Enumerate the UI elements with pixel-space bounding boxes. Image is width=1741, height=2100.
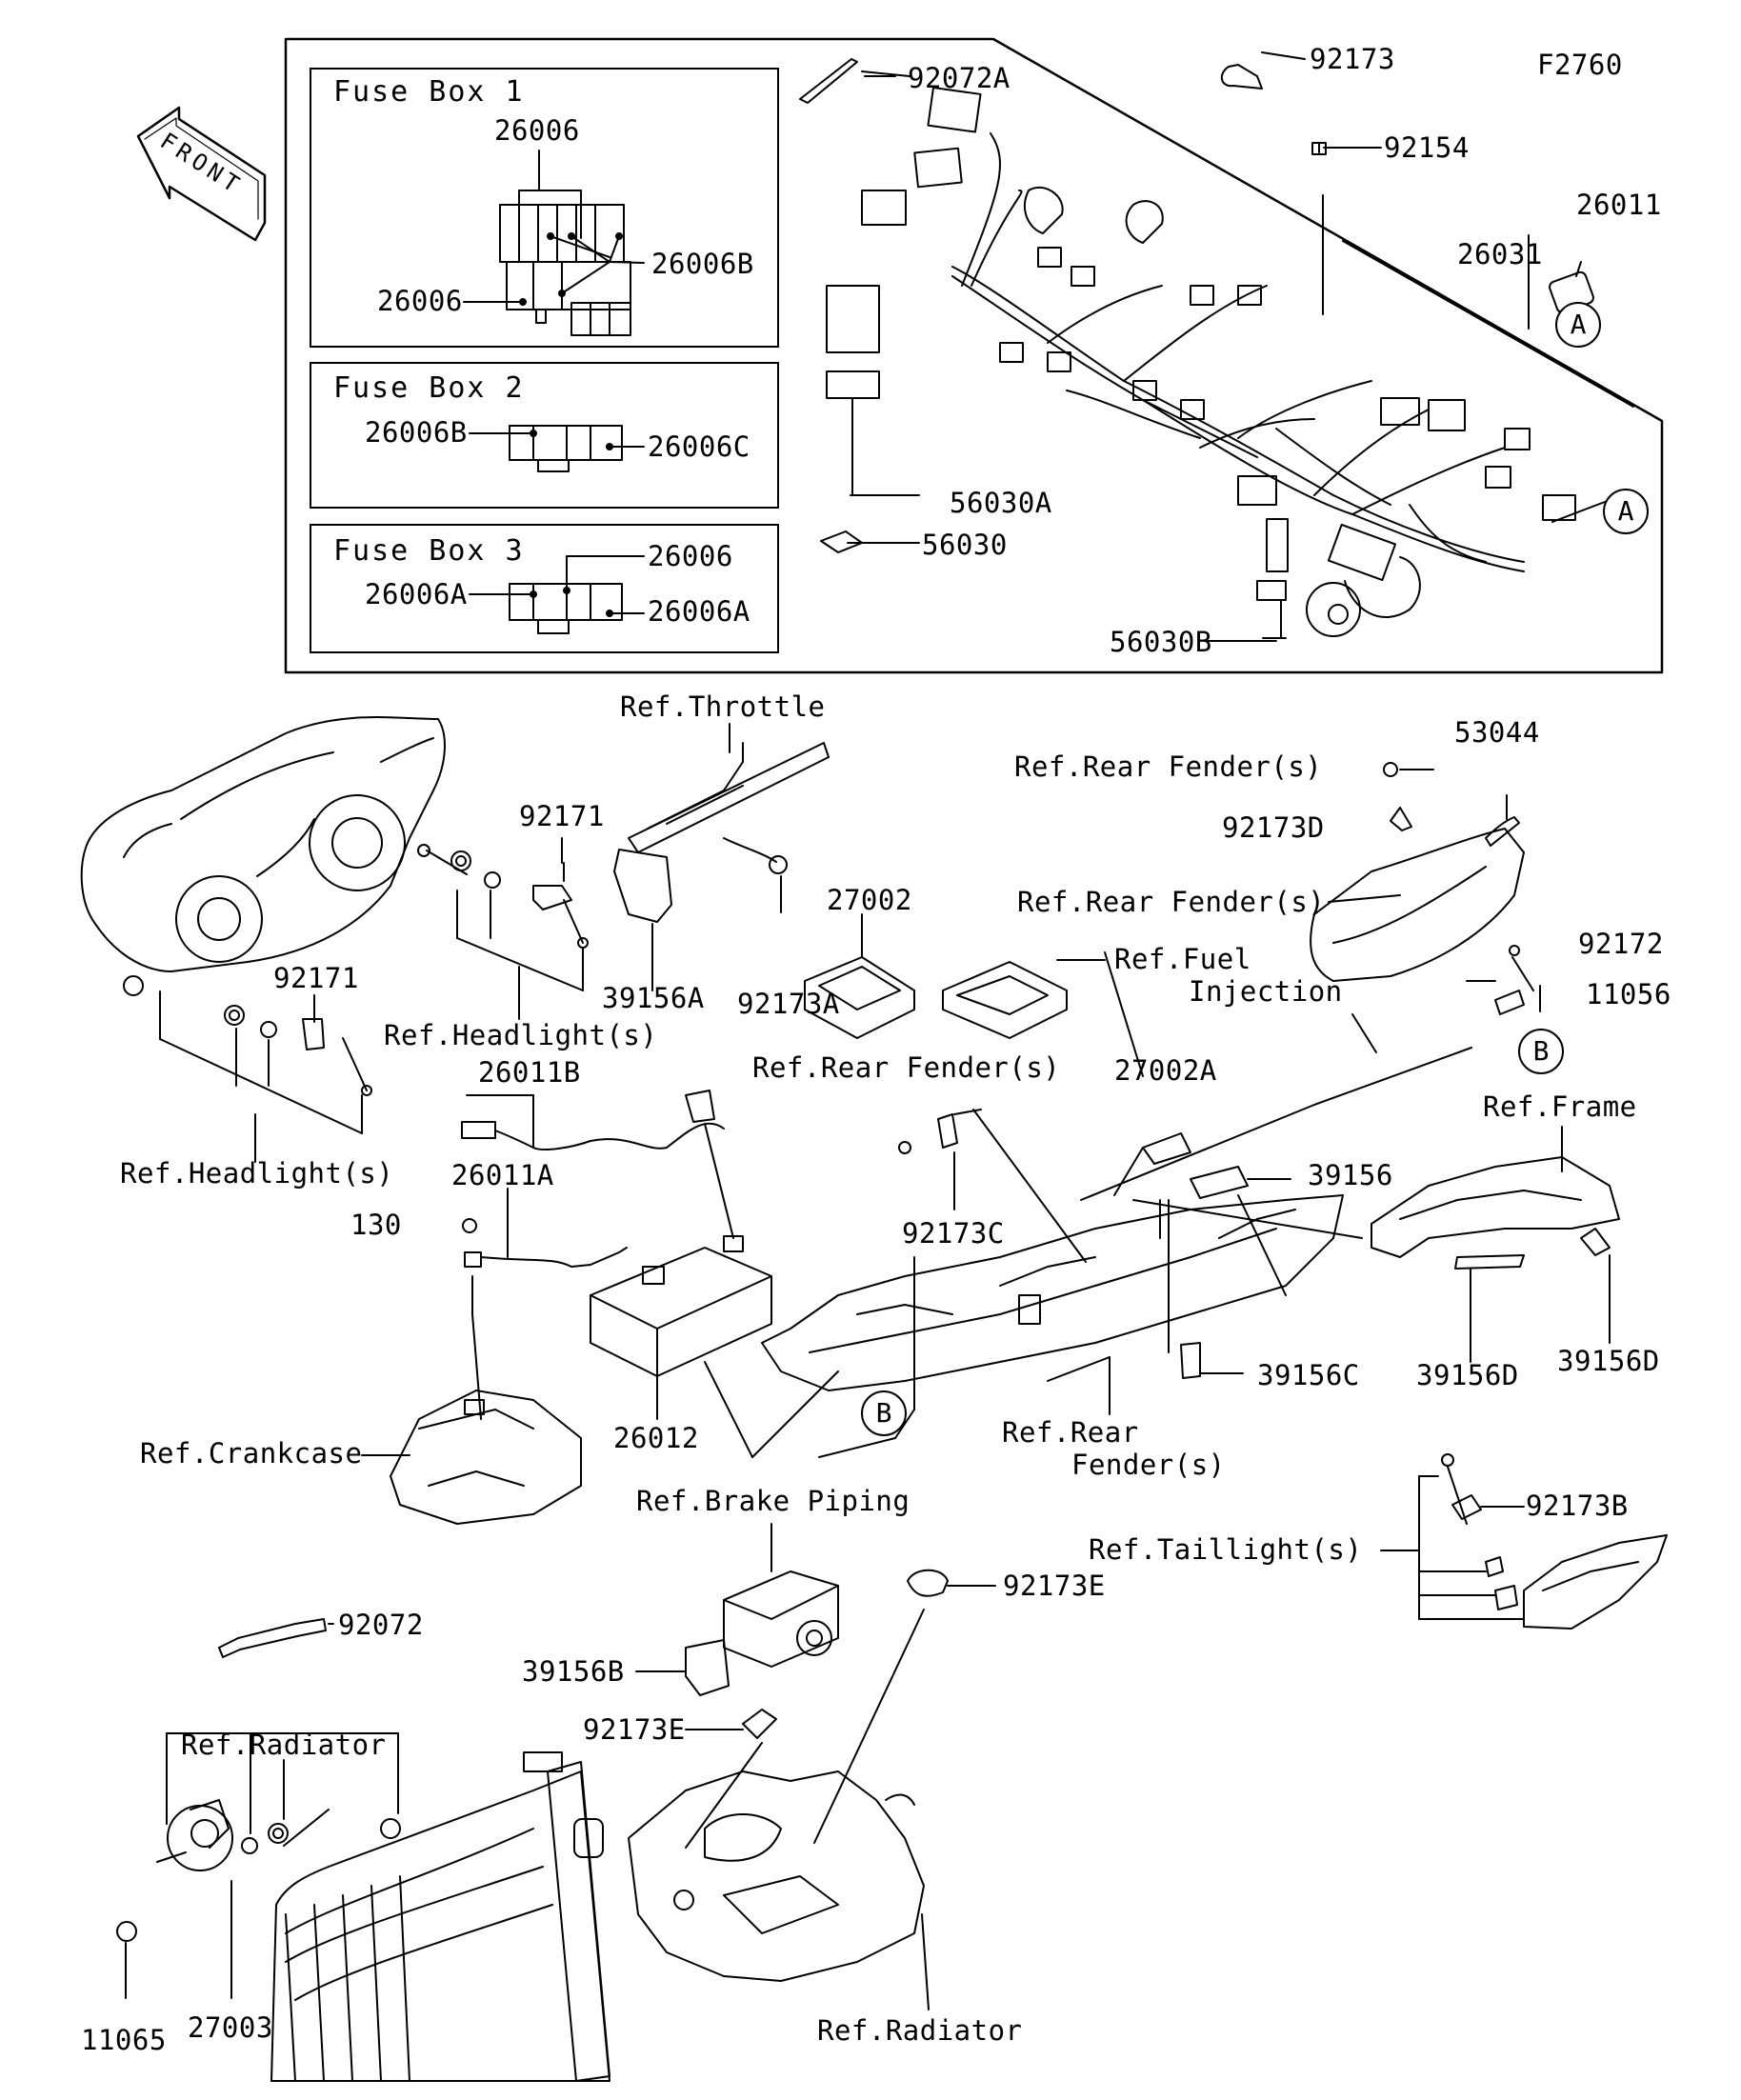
- ref-label: Ref.Rear Fender(s): [1014, 750, 1323, 783]
- fuse-box-1-part: 26006: [377, 285, 463, 317]
- part-number: 92173E: [1003, 1570, 1106, 1602]
- cable-26011a-drawing: [462, 1188, 628, 1420]
- ref-label: Ref.Frame: [1483, 1090, 1637, 1123]
- harness-26011b-drawing: [461, 1090, 725, 1150]
- ref-label: Ref.Throttle: [620, 690, 826, 723]
- relay-drawing: [804, 913, 1106, 1039]
- part-number: 27003: [188, 2011, 273, 2044]
- part-number: 39156C: [1257, 1359, 1360, 1391]
- part-number: 92171: [273, 962, 359, 994]
- throttle-drawing: [613, 723, 830, 991]
- part-number: 39156B: [522, 1655, 625, 1688]
- ref-label: Fender(s): [1071, 1449, 1226, 1481]
- part-number: 92072: [338, 1609, 424, 1641]
- ref-label: Ref.Radiator: [181, 1729, 387, 1761]
- callout-circle: A: [1603, 489, 1649, 534]
- fuse-box-3-part: 26006: [648, 540, 733, 572]
- abs-unit-drawing: [635, 1523, 839, 1696]
- part-number: 130: [350, 1209, 402, 1241]
- fuse-box-2-frame: [310, 362, 779, 509]
- part-number: 26012: [613, 1422, 699, 1454]
- part-number: 11065: [81, 2024, 167, 2056]
- ref-label: Ref.Rear: [1002, 1416, 1139, 1449]
- part-number: 92173E: [583, 1713, 686, 1746]
- fuse-box-2-part: 26006B: [365, 416, 468, 449]
- ref-label: Ref.Fuel: [1114, 943, 1251, 975]
- front-arrow-icon: [136, 106, 267, 242]
- fuse-box-3-title: Fuse Box 3: [333, 534, 525, 568]
- ref-label: Ref.Crankcase: [140, 1437, 363, 1470]
- fuse-box-2-title: Fuse Box 2: [333, 371, 525, 405]
- fuse-box-1-part: 26006: [494, 114, 580, 147]
- part-number: 53044: [1454, 716, 1540, 749]
- part-number: 92171: [519, 800, 605, 832]
- part-number: 92173C: [902, 1217, 1005, 1250]
- frame-drawing: [1371, 1126, 1620, 1363]
- rear-fender-tray-drawing: [761, 951, 1472, 1458]
- part-number: 39156: [1308, 1159, 1393, 1191]
- callout-circle: B: [1518, 1029, 1564, 1074]
- fuse-box-3-part: 26006A: [648, 595, 750, 628]
- part-number: 92173: [1310, 43, 1395, 75]
- figure-id: F2760: [1537, 49, 1623, 81]
- crankcase-drawing: [361, 1390, 582, 1525]
- part-number: 26011B: [478, 1056, 581, 1089]
- callout-circle: B: [861, 1390, 907, 1436]
- part-number: 39156A: [602, 982, 705, 1014]
- ref-label: Injection: [1189, 975, 1343, 1008]
- fuse-box-3-drawing: [469, 555, 645, 634]
- part-number: 92173D: [1222, 811, 1325, 844]
- part-number: 56030: [922, 529, 1008, 561]
- fuse-box-3-part: 26006A: [365, 578, 468, 610]
- part-number: 92154: [1384, 131, 1470, 164]
- fuse-box-1-part: 26006B: [651, 248, 754, 280]
- fuse-box-1-drawing: [463, 150, 645, 336]
- fuse-box-3-frame: [310, 524, 779, 653]
- rear-fender-upper-drawing: [1310, 762, 1541, 1015]
- radiator-drawing: [116, 1732, 610, 2082]
- fuse-box-2-drawing: [469, 425, 645, 472]
- part-number: 92072A: [908, 62, 1011, 94]
- part-number: 26011: [1576, 189, 1662, 221]
- part-number: 92172: [1578, 928, 1664, 960]
- part-number: 39156D: [1557, 1345, 1660, 1377]
- ref-label: Ref.Taillight(s): [1089, 1533, 1363, 1566]
- ref-label: Ref.Rear Fender(s): [752, 1051, 1061, 1084]
- ref-label: Ref.Headlight(s): [384, 1019, 658, 1051]
- part-number: 39156D: [1416, 1359, 1519, 1391]
- wiring-harness-drawing: [799, 51, 1634, 642]
- part-number: 92173B: [1526, 1490, 1629, 1522]
- fuse-box-2-part: 26006C: [648, 430, 750, 463]
- ref-label: Ref.Radiator: [817, 2014, 1023, 2047]
- bracket-drawing: [628, 1569, 996, 2010]
- tie-drawing: [218, 1618, 327, 1658]
- part-number: 27002A: [1114, 1054, 1217, 1087]
- taillight-drawing: [1380, 1453, 1668, 1630]
- callout-circle: A: [1555, 302, 1601, 348]
- part-number: 26011A: [451, 1159, 554, 1191]
- part-number: 11056: [1586, 978, 1671, 1010]
- ref-label: Ref.Headlight(s): [120, 1157, 394, 1190]
- fuse-box-1-title: Fuse Box 1: [333, 75, 525, 109]
- ref-label: Ref.Brake Piping: [636, 1485, 911, 1517]
- part-number: 26031: [1457, 238, 1543, 270]
- ref-label: Ref.Rear Fender(s): [1017, 886, 1326, 918]
- part-number: 56030B: [1110, 626, 1212, 658]
- part-number: 92173A: [737, 988, 840, 1020]
- battery-drawing: [590, 1123, 839, 1458]
- fuse-box-1-frame: [310, 68, 779, 348]
- part-number: 56030A: [950, 487, 1052, 519]
- part-number: 27002: [827, 884, 912, 916]
- harness-frame: [284, 37, 1664, 674]
- headlight-drawing: [80, 716, 589, 1163]
